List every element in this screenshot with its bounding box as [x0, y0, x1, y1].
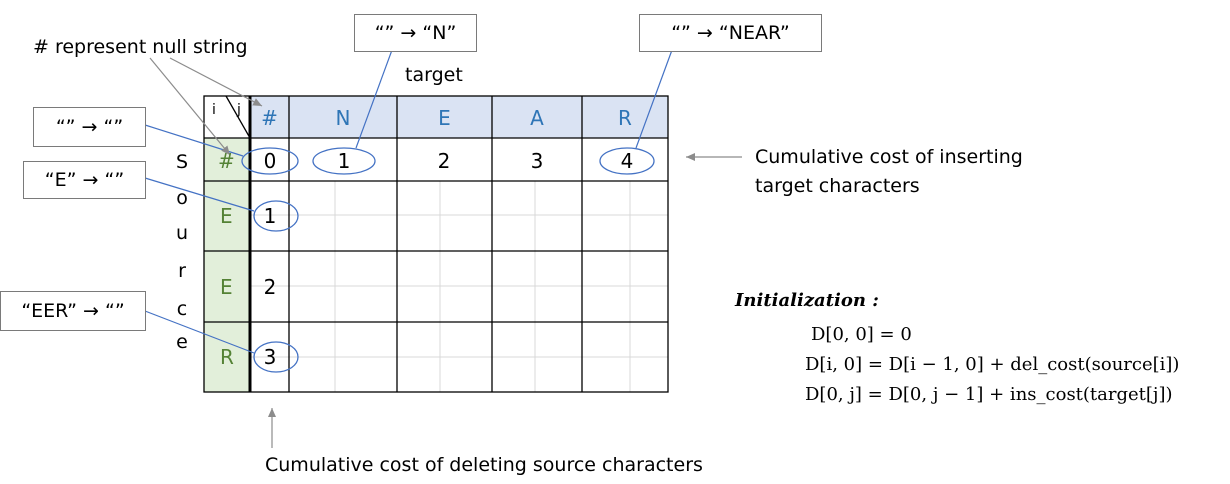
- cell-d03: 3: [530, 149, 544, 173]
- arrow-null-to-hash-target: [169, 57, 263, 107]
- table-source-col-bg: [204, 138, 250, 392]
- header-target-char: N: [335, 106, 351, 130]
- cell-d01: 1: [337, 149, 351, 173]
- init-line1: D[0, 0] = 0: [811, 324, 912, 345]
- insert-note-line2: target characters: [755, 175, 920, 197]
- corner-i-label: i: [212, 102, 216, 118]
- source-letter: r: [178, 260, 186, 282]
- source-char: E: [220, 204, 233, 228]
- cell-d10: 1: [263, 204, 277, 228]
- source-letter: c: [176, 298, 188, 320]
- connector-empty-to-N: [355, 49, 393, 149]
- init-line2: D[i, 0] = D[i − 1, 0] + del_cost(source[…: [805, 354, 1180, 375]
- header-target-char: E: [438, 106, 451, 130]
- init-line3: D[0, j] = D[0, j − 1] + ins_cost(target[…: [805, 384, 1173, 405]
- ellipse-d10: [253, 200, 299, 232]
- source-letter: e: [176, 331, 188, 353]
- table-inner-grid: [250, 181, 668, 392]
- ellipse-d30: [253, 341, 299, 373]
- connector-EER-to-empty: [144, 310, 255, 354]
- target-label: target: [405, 64, 463, 86]
- delete-note: Cumulative cost of deleting source chara…: [265, 454, 703, 476]
- corner-j-label: j: [237, 102, 241, 118]
- cell-d20: 2: [263, 275, 277, 299]
- callout-empty-to-NEAR: “” → “NEAR”: [639, 14, 822, 52]
- callout-EER-to-empty: “EER” → “”: [0, 291, 146, 331]
- connector-E-to-empty: [144, 177, 255, 212]
- table-grid: [203, 95, 669, 393]
- ellipse-d00: [241, 147, 299, 175]
- callout-E-to-empty: “E” → “”: [23, 161, 146, 199]
- insert-note-line1: Cumulative cost of inserting: [755, 146, 1023, 168]
- callout-empty-to-N: “” → “N”: [354, 14, 477, 52]
- callout-empty-to-empty: “” → “”: [33, 107, 146, 147]
- arrow-null-to-hash-source: [149, 57, 231, 156]
- source-letter: S: [175, 151, 189, 173]
- header-null-hash: #: [261, 106, 278, 130]
- ellipse-d04: [599, 147, 655, 175]
- table-header-bg: [250, 96, 668, 138]
- cell-d00: 0: [263, 149, 277, 173]
- ellipse-d01: [312, 147, 376, 175]
- cell-d02: 2: [437, 149, 451, 173]
- header-target-char: A: [530, 106, 544, 130]
- header-target-char: R: [618, 106, 632, 130]
- cell-d30: 3: [263, 345, 277, 369]
- init-heading: Initialization :: [735, 290, 879, 311]
- source-null-hash: #: [218, 149, 235, 173]
- source-char: E: [220, 275, 233, 299]
- null-string-annotation: # represent null string: [33, 36, 248, 58]
- source-letter: o: [176, 187, 188, 209]
- cell-d04: 4: [620, 149, 634, 173]
- source-char: R: [220, 345, 234, 369]
- source-letter: u: [175, 222, 189, 244]
- connector-empty-to-NEAR: [635, 49, 673, 149]
